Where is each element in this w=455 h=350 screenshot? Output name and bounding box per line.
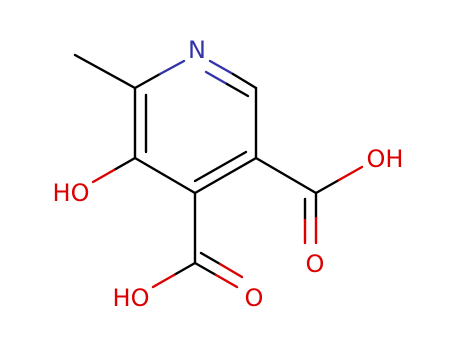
bond-cooh2-o-inner	[199, 251, 222, 266]
atom-acid2-carbonyl: O	[245, 284, 264, 312]
atom-acid2-hydroxyl: HO	[113, 284, 150, 312]
bond-c5-cooh	[254, 156, 318, 195]
bond-cooh2-oh	[172, 261, 197, 277]
atom-ring-nitrogen: N	[188, 36, 206, 64]
bond-c2-n-2	[158, 59, 186, 76]
bond-c3-oh-2	[91, 168, 116, 184]
bond-cooh2-oh-2	[151, 273, 176, 289]
bond-c5-c4-inner	[193, 150, 248, 183]
bond-cooh2-o-2	[214, 273, 239, 289]
atom-labels: N HO OH O HO O	[53, 36, 404, 312]
bond-cooh-oh-2	[337, 165, 364, 182]
bond-c3-oh	[112, 156, 137, 172]
bond-n-c6-2	[231, 72, 258, 90]
bond-n-c6	[208, 59, 235, 76]
bond-methyl-c2	[73, 53, 137, 90]
bond-c2-n	[133, 72, 162, 90]
atom-acid1-hydroxyl: OH	[367, 145, 404, 173]
bond-cooh2-o-inner-2	[218, 262, 244, 279]
bond-n-c6-inner	[204, 70, 229, 86]
bonds	[73, 53, 364, 289]
bond-n-c6-inner-2	[225, 82, 250, 98]
bond-cooh-oh	[314, 178, 341, 195]
bond-c5-c4	[193, 156, 258, 195]
atom-acid1-carbonyl: O	[306, 250, 325, 278]
bond-c4-c3	[133, 156, 197, 195]
bond-cooh2-o	[193, 261, 218, 277]
atom-ring-hydroxyl: HO	[53, 179, 90, 207]
